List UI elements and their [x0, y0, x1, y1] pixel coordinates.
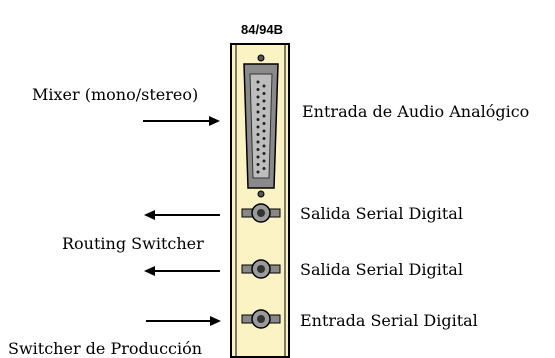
db25-pin [256, 170, 260, 174]
port-label-sdi-out-2: Salida Serial Digital [300, 260, 463, 279]
db25-pin [256, 88, 260, 91]
mixer-source-label: Mixer (mono/stereo) [32, 85, 199, 104]
arrow-production-in [146, 316, 221, 326]
db25-pin [256, 125, 260, 129]
bnc-connector-sdi-in [241, 309, 281, 329]
port-label-sdi-out-1: Salida Serial Digital [300, 204, 463, 223]
db25-pin [262, 92, 266, 95]
db25-pin [256, 163, 260, 166]
card-title: 84/94B [241, 22, 283, 37]
db25-pin [256, 140, 260, 144]
bnc-connector-sdi-out-2 [241, 259, 281, 279]
routing-switcher-label: Routing Switcher [62, 234, 204, 253]
bnc-connector-sdi-out-1 [241, 203, 281, 223]
db25-pin [262, 129, 266, 133]
db25-pin [262, 99, 266, 103]
db25-pin [256, 80, 260, 84]
db25-pin [256, 95, 260, 99]
db25-pin [262, 167, 266, 170]
db25-pin [262, 144, 266, 148]
db25-pin [256, 148, 260, 151]
db25-pin [262, 137, 266, 140]
db25-pin [256, 133, 260, 136]
arrow-routing-out-2 [144, 266, 220, 276]
db25-pin [262, 152, 266, 155]
db25-pin [262, 84, 266, 88]
port-label-audio: Entrada de Audio Analógico [302, 102, 530, 121]
arrow-routing-out-1 [144, 210, 220, 220]
db25-pin [256, 155, 260, 159]
db25-pin [256, 110, 260, 114]
db25-connector [243, 54, 279, 198]
db25-pin [262, 107, 266, 110]
db25-pin [256, 103, 260, 106]
db25-pin [262, 114, 266, 118]
arrow-mixer-in [143, 116, 220, 126]
db25-pin [256, 118, 260, 121]
db25-pin [262, 159, 266, 163]
db25-pin [262, 122, 266, 125]
production-switcher-label: Switcher de Producción [8, 339, 203, 358]
port-label-sdi-in: Entrada Serial Digital [300, 311, 478, 330]
